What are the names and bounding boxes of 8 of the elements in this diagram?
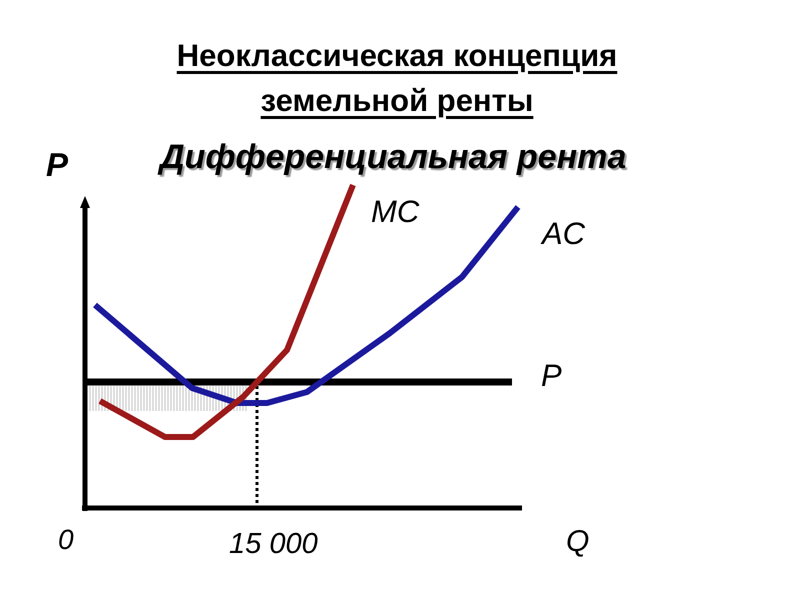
tick-label: 15 000 [229,530,318,559]
origin-label: 0 [58,526,74,554]
axis-label: Q [566,527,590,557]
axis-label: P [46,148,68,181]
curve-label: AC [542,218,586,249]
subtitle-text: Дифференциальная рента [160,140,626,174]
title-text: Неоклассическая концепция земельной ренты [176,37,618,120]
line-label: P [541,360,562,391]
